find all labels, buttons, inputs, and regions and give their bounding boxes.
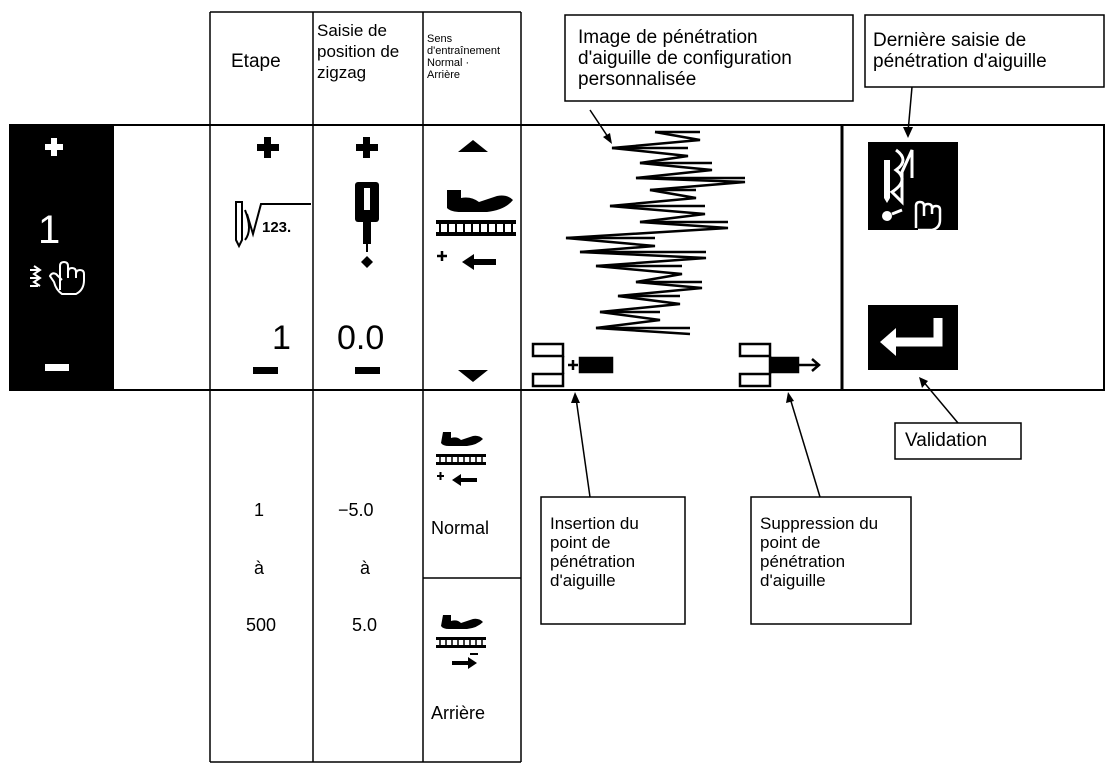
zigzag-value: 0.0 bbox=[337, 319, 385, 357]
callout-line: Insertion du bbox=[550, 514, 639, 533]
callout-line: Dernière saisie de bbox=[873, 30, 1027, 51]
header-line: Normal · bbox=[427, 57, 470, 69]
presser-foot-feed-icon bbox=[436, 190, 516, 270]
insert-point-icon[interactable] bbox=[531, 342, 614, 388]
callout-line: pénétration d'aiguille bbox=[873, 51, 1047, 72]
feed-normal-icon bbox=[436, 432, 486, 486]
callout-box-image bbox=[564, 14, 854, 102]
callout-validation: Validation bbox=[905, 430, 988, 451]
needle-penetration-pattern bbox=[565, 130, 746, 336]
triangle-down-icon[interactable] bbox=[458, 370, 488, 382]
callout-deletion: Suppression du point de pénétration d'ai… bbox=[760, 514, 878, 590]
etape-range-min: 1 bbox=[254, 500, 265, 520]
needle-icon bbox=[355, 182, 379, 268]
feed-normal-label: Normal bbox=[431, 518, 490, 538]
zigzag-range-max: 5.0 bbox=[352, 615, 378, 635]
header-line: zigzag bbox=[317, 63, 367, 82]
callout-line: pénétration bbox=[760, 552, 846, 571]
minus-icon[interactable] bbox=[253, 367, 278, 374]
delete-point-icon[interactable] bbox=[738, 342, 821, 388]
callout-line: point de bbox=[760, 533, 821, 552]
callout-line: pénétration bbox=[550, 552, 636, 571]
callout-image: Image de pénétration d'aiguille de confi… bbox=[578, 27, 792, 90]
header-line: position de bbox=[317, 42, 400, 61]
etape-range-to: à bbox=[254, 558, 265, 578]
minus-icon[interactable] bbox=[45, 364, 69, 371]
plus-icon[interactable] bbox=[45, 138, 63, 156]
callout-box-deletion bbox=[750, 496, 912, 625]
callout-line: Image de pénétration bbox=[578, 27, 758, 48]
zigzag-range-to: à bbox=[360, 558, 371, 578]
header-line: Sens bbox=[427, 33, 453, 45]
callout-line: d'aiguille bbox=[760, 571, 826, 590]
callout-line: d'aiguille bbox=[550, 571, 616, 590]
callout-box-insertion bbox=[540, 496, 686, 625]
callout-line: personnalisée bbox=[578, 69, 697, 90]
last-needle-input-button[interactable] bbox=[868, 142, 958, 232]
hand-pointer-icon bbox=[30, 260, 85, 295]
leader-arrowheads bbox=[571, 127, 928, 403]
callout-line: Suppression du bbox=[760, 514, 879, 533]
triangle-up-icon[interactable] bbox=[458, 140, 488, 152]
etape-range-max: 500 bbox=[246, 615, 277, 635]
feed-reverse-label: Arrière bbox=[431, 703, 486, 723]
table-grid bbox=[209, 11, 522, 763]
needle-step-icon bbox=[235, 201, 311, 249]
header-line: Arrière bbox=[427, 69, 461, 81]
column-header-zigzag: Saisie de position de zigzag bbox=[317, 20, 399, 83]
validation-button[interactable] bbox=[868, 305, 958, 370]
header-line: Saisie de bbox=[317, 21, 387, 40]
callout-line: d'aiguille de configuration bbox=[578, 48, 792, 69]
minus-icon[interactable] bbox=[355, 367, 380, 374]
step-value: 1 bbox=[272, 319, 291, 357]
column-header-etape: Etape bbox=[231, 51, 281, 72]
callout-line: point de bbox=[550, 533, 611, 552]
feed-reverse-icon bbox=[436, 615, 486, 669]
callout-last-input: Dernière saisie de pénétration d'aiguill… bbox=[873, 30, 1047, 72]
step-digits-icon: 123. bbox=[262, 219, 291, 236]
step-counter-value: 1 bbox=[38, 208, 61, 252]
header-line: d'entraînement bbox=[427, 45, 501, 57]
zigzag-range-min: −5.0 bbox=[338, 500, 374, 520]
callout-insertion: Insertion du point de pénétration d'aigu… bbox=[550, 514, 639, 590]
callout-box-validation bbox=[894, 422, 1022, 460]
callout-box-last-input bbox=[864, 14, 1105, 88]
step-counter-panel[interactable] bbox=[10, 125, 114, 390]
column-header-feed: Sens d'entraînement Normal · Arrière bbox=[427, 33, 500, 81]
plus-icon[interactable] bbox=[257, 137, 279, 158]
plus-icon[interactable] bbox=[356, 137, 378, 158]
